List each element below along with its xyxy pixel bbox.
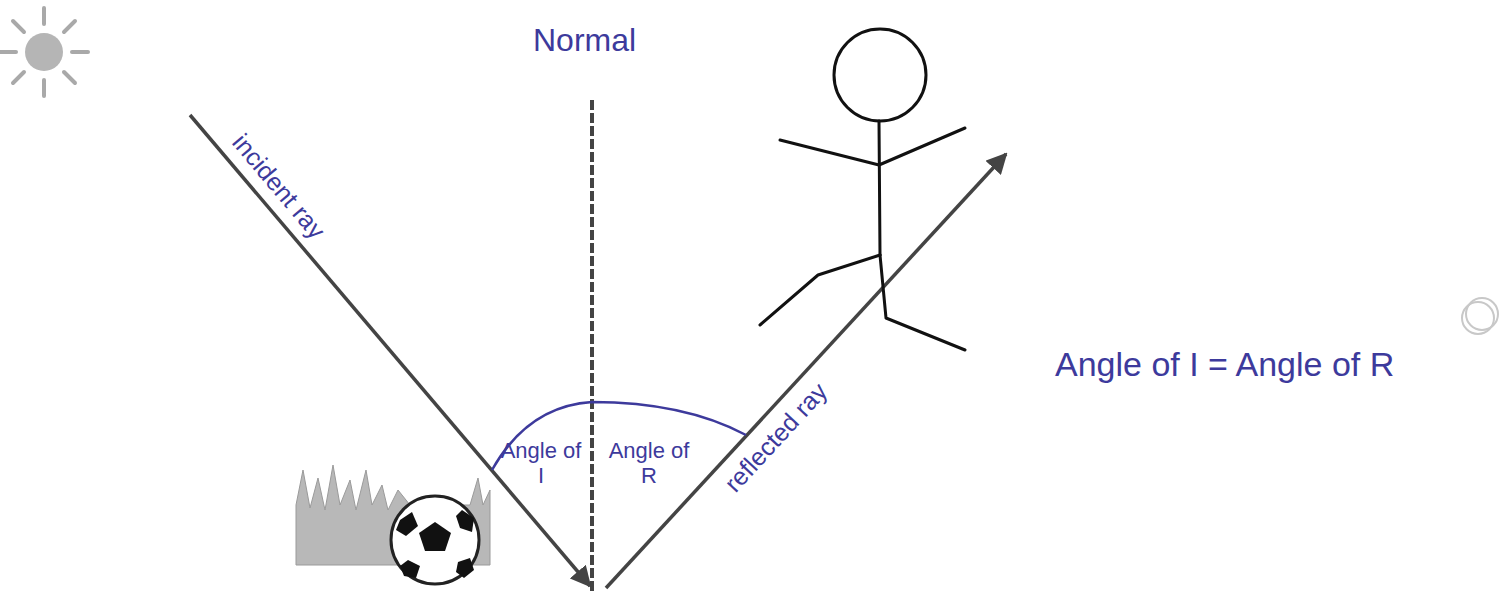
normal-label: Normal xyxy=(533,22,636,59)
incident-ray xyxy=(190,115,590,586)
angle-label: Angle of R xyxy=(606,438,692,489)
normal-line xyxy=(590,100,594,592)
law-note: Angle of I = Angle of R xyxy=(1055,345,1394,384)
angle-label: Angle of I xyxy=(498,438,584,489)
football xyxy=(391,496,479,584)
ray-label: reflected ray xyxy=(719,377,833,498)
sun xyxy=(0,8,88,96)
ray-label: incident ray xyxy=(227,128,331,244)
punch-hole xyxy=(1462,298,1498,334)
stick-figure xyxy=(760,29,965,350)
reflected-ray xyxy=(606,154,1006,588)
